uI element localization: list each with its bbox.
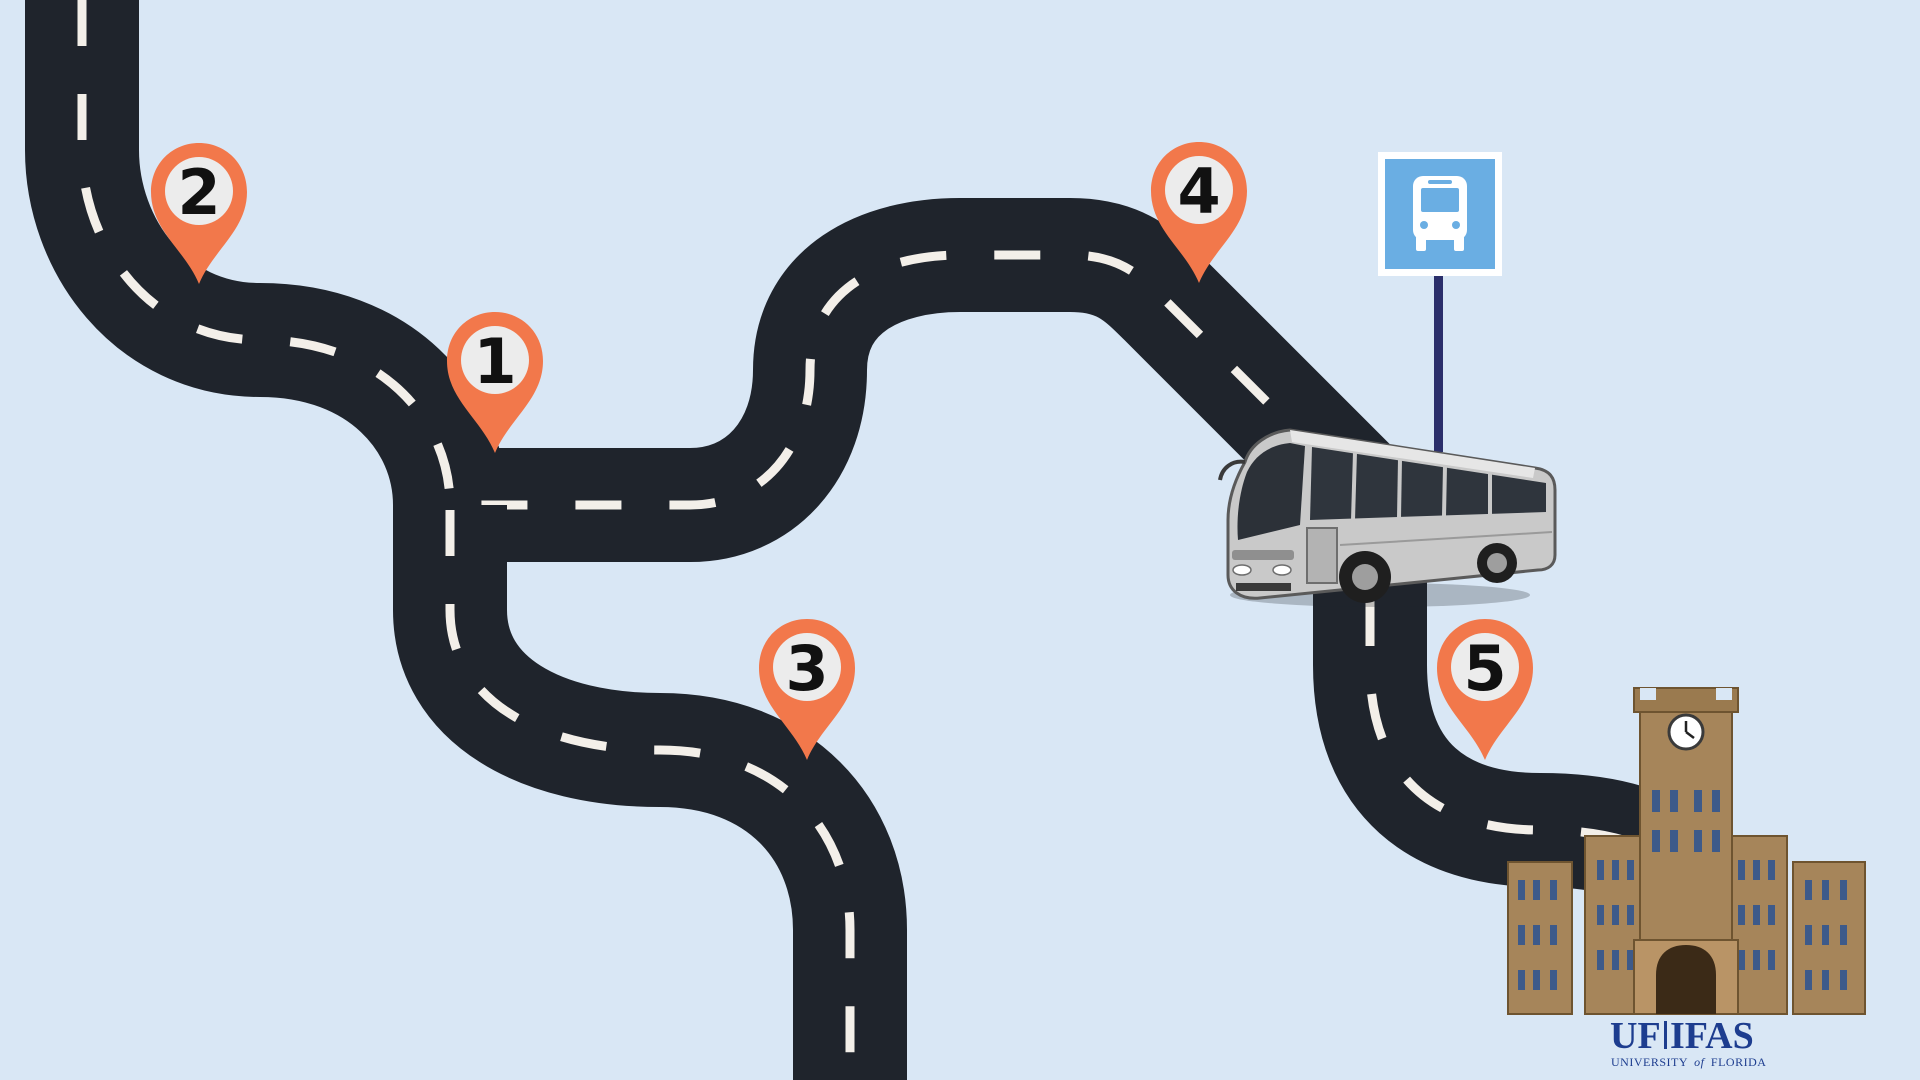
pin-1[interactable]: 1 — [447, 312, 543, 453]
logo-tagline-of: of — [1694, 1055, 1706, 1069]
logo-tagline-pre: UNIVERSITY — [1611, 1055, 1688, 1069]
pin-label: 2 — [177, 156, 220, 229]
logo-tagline-post: FLORIDA — [1711, 1055, 1767, 1069]
coach-bus — [1218, 428, 1557, 607]
pin-label: 5 — [1463, 632, 1506, 705]
pin-label: 4 — [1177, 155, 1220, 228]
building-windows — [1518, 790, 1847, 990]
pin-label: 1 — [473, 325, 516, 398]
pin-5[interactable]: 5 — [1437, 619, 1533, 760]
campus-building — [1507, 687, 1866, 1015]
logo-secondary: IFAS — [1670, 1015, 1754, 1057]
building-entrance — [1656, 945, 1716, 1014]
uf-ifas-logo: UF IFAS UNIVERSITY of FLORIDA — [1610, 1015, 1766, 1069]
logo-tagline: UNIVERSITY of FLORIDA — [1611, 1055, 1766, 1069]
pin-2[interactable]: 2 — [151, 143, 247, 284]
pin-label: 3 — [785, 632, 828, 705]
bus-wheels — [1339, 543, 1517, 603]
map-pins: 2 1 3 4 5 — [151, 142, 1533, 760]
bus-icon — [1413, 176, 1467, 251]
road-east-marking — [1365, 600, 1693, 874]
logo-primary: UF — [1610, 1015, 1661, 1057]
road-main — [25, 0, 1411, 562]
bus-side-windows — [1310, 447, 1546, 520]
clock-icon — [1667, 713, 1705, 751]
bus-stop-sign — [1378, 152, 1502, 452]
sign-pole — [1434, 272, 1443, 452]
pin-4[interactable]: 4 — [1151, 142, 1247, 283]
road-south-marking — [445, 510, 855, 1080]
bus-windshield — [1237, 443, 1305, 540]
pin-3[interactable]: 3 — [759, 619, 855, 760]
